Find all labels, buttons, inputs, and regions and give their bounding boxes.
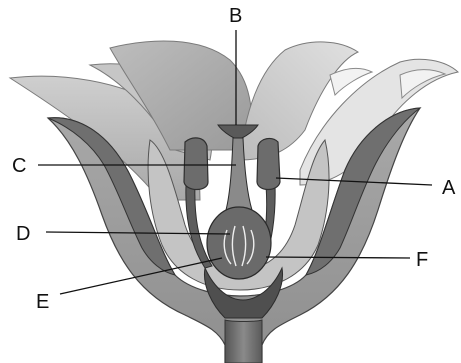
stem <box>225 320 262 363</box>
ovary <box>207 207 271 279</box>
label-d: D <box>16 223 30 245</box>
label-f: F <box>416 249 428 271</box>
label-a: A <box>442 177 456 199</box>
label-b: B <box>229 5 242 27</box>
anther-left <box>184 138 208 190</box>
anther-right <box>257 139 280 190</box>
label-e: E <box>36 291 49 313</box>
label-c: C <box>12 155 26 177</box>
